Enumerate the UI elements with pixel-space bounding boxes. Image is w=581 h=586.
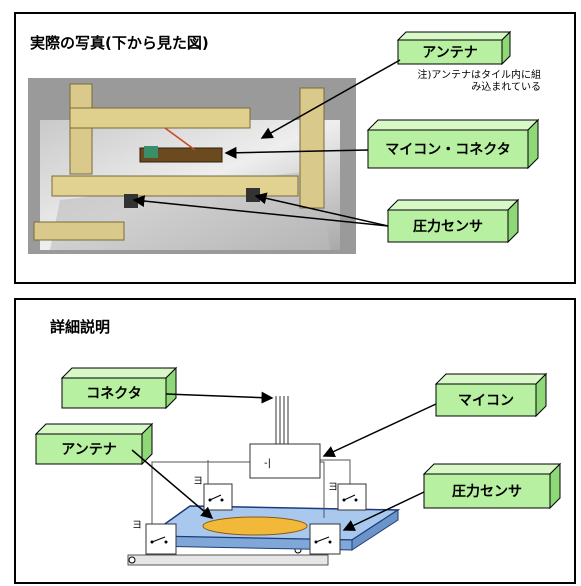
microcontroller-mark: -|: [264, 458, 271, 469]
arrow-antenna-top: [260, 59, 401, 139]
label-box-connector: コネクタ: [60, 366, 178, 410]
microcontroller-box: [249, 443, 321, 479]
connector-chip: [144, 146, 158, 158]
arrow-connector: [165, 391, 274, 404]
label-box-microcontroller: マイコン: [434, 372, 548, 418]
tile-side: [351, 509, 399, 551]
pressure-sensor-label-top: 圧力センサ: [413, 218, 483, 235]
label-box-pressure-sensor-bottom: 圧力センサ: [422, 462, 562, 510]
wire-3: [318, 459, 351, 484]
svg-text:ヨ: ヨ: [132, 520, 142, 531]
antenna-note-line2: み込まれている: [471, 82, 541, 93]
arrow-microcontroller: [322, 403, 437, 458]
label-box-pressure-sensor-top: 圧力センサ: [386, 198, 520, 244]
wood-beam-middle: [51, 175, 299, 197]
antenna-label-top: アンテナ: [422, 45, 477, 61]
arrow-pressure-sensor-1: [132, 195, 389, 227]
circuit-board: [139, 147, 223, 163]
wire: [164, 127, 196, 151]
wire-2: [151, 461, 272, 532]
photo-panel-title: 実際の写真(下から見た図): [30, 34, 209, 52]
svg-text:ヨ: ヨ: [193, 476, 203, 487]
svg-text:ヨ: ヨ: [328, 482, 338, 493]
rail-screw-left: [128, 556, 136, 564]
photo: [28, 78, 356, 254]
wood-beam-bottom: [33, 221, 125, 241]
antenna-note-line1: 注)アンテナはタイル内に組: [417, 70, 541, 81]
arrow-pressure-sensor-2: [254, 192, 389, 227]
microcontroller-label: マイコン: [458, 393, 514, 409]
sensor-switch-4: [309, 523, 341, 555]
antenna-ellipse: [202, 516, 308, 536]
label-box-antenna-bottom: アンテナ: [34, 422, 154, 466]
pressure-sensor-label-bottom: 圧力センサ: [452, 483, 522, 500]
label-box-antenna-top: アンテナ: [396, 30, 512, 66]
antenna-note: 注)アンテナはタイル内に組 み込まれている: [417, 70, 541, 94]
sensor-switch-3: ヨ: [132, 520, 177, 555]
arrow-microcontroller-connector: [224, 146, 369, 159]
base-rail: [127, 554, 329, 566]
arrow-pressure-sensor-bottom: [342, 491, 425, 531]
connector-label: コネクタ: [86, 386, 141, 402]
label-box-microcontroller-connector: マイコン・コネクタ: [366, 118, 540, 170]
sensor-switch-1: ヨ: [193, 476, 233, 511]
sensor-switch-2: ヨ: [328, 482, 367, 511]
wood-beam-left: [69, 83, 93, 175]
wood-beam-top: [69, 107, 251, 129]
microcontroller-connector-label: マイコン・コネクタ: [385, 142, 510, 158]
arrow-antenna-bottom: [131, 449, 214, 519]
wood-beam-right: [299, 87, 325, 209]
antenna-label-bottom: アンテナ: [61, 442, 116, 458]
detail-panel-title: 詳細説明: [50, 318, 111, 336]
